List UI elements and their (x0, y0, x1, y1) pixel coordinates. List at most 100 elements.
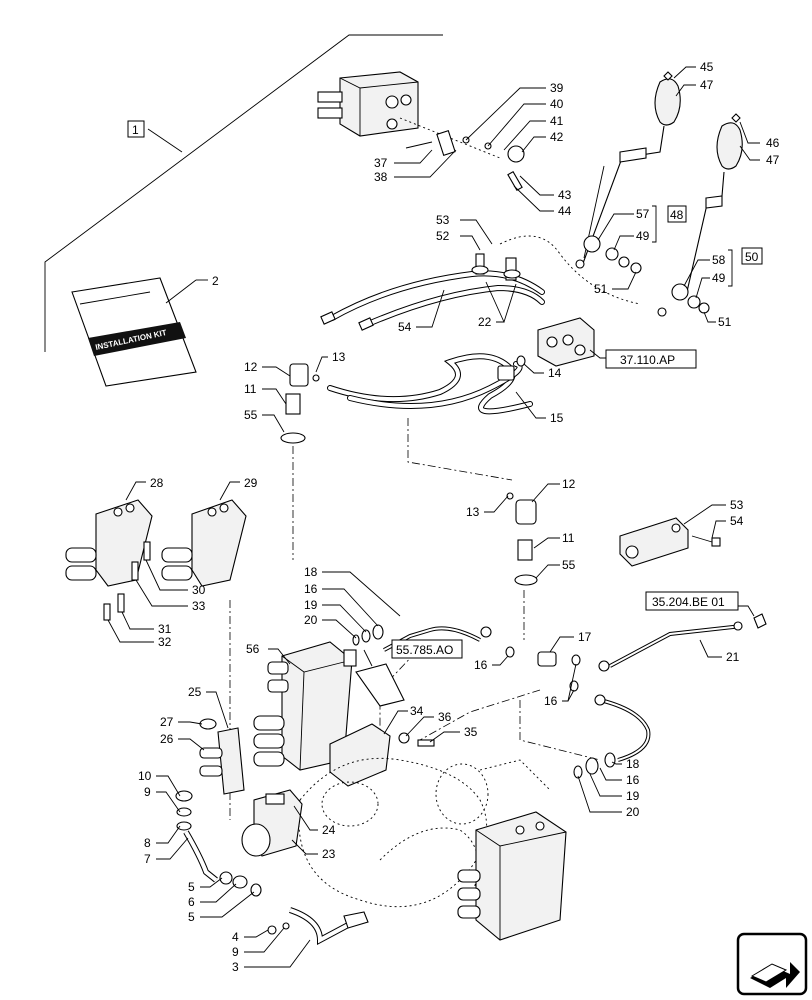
callout-27: 27 (160, 715, 174, 729)
callout-6: 6 (188, 895, 195, 909)
clamp-53-54: 53 54 (619, 498, 744, 567)
callout-20a: 20 (304, 613, 318, 627)
callout-3: 3 (232, 960, 239, 974)
callout-44: 44 (558, 204, 572, 218)
callout-56: 56 (246, 642, 260, 656)
callouts-right-elbow: 12 13 11 55 (466, 477, 576, 579)
callout-9a: 9 (144, 785, 151, 799)
callouts-37-44: 37 38 39 40 41 42 43 44 (374, 81, 572, 218)
coupler-block-28 (65, 499, 153, 587)
elbow-fitting-right (506, 492, 538, 586)
callout-36: 36 (438, 710, 452, 724)
callout-2: 2 (212, 274, 219, 288)
callout-18a: 18 (304, 565, 318, 579)
callout-53a: 53 (436, 213, 450, 227)
callout-9b: 9 (232, 945, 239, 959)
callout-34: 34 (410, 704, 424, 718)
callout-49a: 49 (636, 229, 650, 243)
ref-55785: 55.785.AO (396, 643, 453, 657)
callout-22: 22 (478, 315, 492, 329)
callouts-harness-upper: 12 13 11 55 14 15 (244, 350, 564, 433)
callout-58: 58 (712, 253, 726, 267)
callout-47b: 47 (766, 153, 780, 167)
callout-55a: 55 (244, 408, 258, 422)
top-valve-block (317, 71, 525, 192)
callout-33: 33 (192, 599, 206, 613)
callout-29: 29 (244, 476, 258, 490)
callout-7: 7 (144, 852, 151, 866)
rigid-pipes (352, 613, 767, 779)
callouts-22-54: 53 52 54 22 (398, 213, 517, 334)
callout-26: 26 (160, 732, 174, 746)
joystick-lever-left (575, 71, 681, 274)
callout-42: 42 (550, 130, 564, 144)
callout-15: 15 (550, 411, 564, 425)
callouts-16-21: 18 16 19 20 16 17 16 18 16 19 20 21 35.2… (304, 565, 755, 819)
callout-10: 10 (138, 769, 152, 783)
callout-47a: 47 (700, 78, 714, 92)
callout-39: 39 (550, 81, 564, 95)
callout-1: 1 (132, 123, 139, 137)
callout-48: 48 (670, 208, 684, 222)
callout-13a: 13 (332, 350, 346, 364)
callout-50: 50 (745, 250, 759, 264)
callout-5b: 5 (188, 910, 195, 924)
callout-49b: 49 (712, 271, 726, 285)
callout-18b: 18 (626, 757, 640, 771)
callout-21: 21 (726, 650, 740, 664)
callout-25: 25 (188, 685, 202, 699)
callout-30: 30 (192, 583, 206, 597)
callout-23: 23 (322, 847, 336, 861)
callout-13b: 13 (466, 505, 480, 519)
hydraulic-harness (280, 353, 533, 444)
ref-35204: 35.204.BE 01 (652, 595, 725, 609)
coupler-bolts (103, 541, 151, 621)
coupler-block-29 (161, 499, 247, 587)
callout-41: 41 (550, 114, 564, 128)
callout-45: 45 (700, 60, 714, 74)
callout-14: 14 (548, 366, 562, 380)
callout-16c: 16 (544, 694, 558, 708)
tractor-outline (298, 757, 551, 908)
connector-block-37110: 37.110.AP (537, 317, 697, 369)
callout-16b: 16 (474, 658, 488, 672)
callout-51a: 51 (594, 282, 608, 296)
callout-11b: 11 (562, 531, 575, 545)
callout-16a: 16 (304, 582, 318, 596)
callouts-3-10: 10 9 8 7 5 6 5 4 9 3 (138, 769, 311, 974)
callout-57: 57 (636, 207, 650, 221)
callouts-28-33: 28 29 30 33 31 32 (107, 476, 258, 649)
callout-19a: 19 (304, 598, 318, 612)
ref-37110: 37.110.AP (620, 353, 675, 367)
bracket-34: 34 36 35 (329, 704, 478, 787)
routing-lines (229, 418, 601, 820)
callout-35: 35 (464, 725, 478, 739)
valve-23: 24 23 (241, 789, 336, 861)
callout-53b: 53 (730, 498, 744, 512)
bracket-55785: 55.785.AO (355, 639, 463, 707)
callout-40: 40 (550, 97, 564, 111)
callout-54a: 54 (398, 320, 412, 334)
callout-31: 31 (158, 622, 172, 636)
callout-5a: 5 (188, 880, 195, 894)
callout-54b: 54 (730, 514, 744, 528)
callout-11a: 11 (244, 382, 257, 396)
callout-12b: 12 (562, 477, 576, 491)
callout-37: 37 (374, 156, 388, 170)
valve-stack-bottom (457, 811, 567, 941)
callout-28: 28 (150, 476, 164, 490)
callout-20b: 20 (626, 805, 640, 819)
callout-4: 4 (232, 930, 239, 944)
callout-38: 38 (374, 170, 388, 184)
next-page-arrow-icon[interactable] (736, 932, 808, 996)
callout-43: 43 (558, 188, 572, 202)
callout-55b: 55 (562, 558, 576, 572)
callout-46: 46 (766, 136, 780, 150)
lower-tube-assembly (175, 790, 369, 945)
coupler-bracket-25: 25 27 26 (160, 685, 245, 795)
callout-32: 32 (158, 635, 172, 649)
callout-19b: 19 (626, 789, 640, 803)
callout-24: 24 (322, 823, 336, 837)
installation-manual: INSTALLATION KIT 2 (71, 274, 219, 387)
